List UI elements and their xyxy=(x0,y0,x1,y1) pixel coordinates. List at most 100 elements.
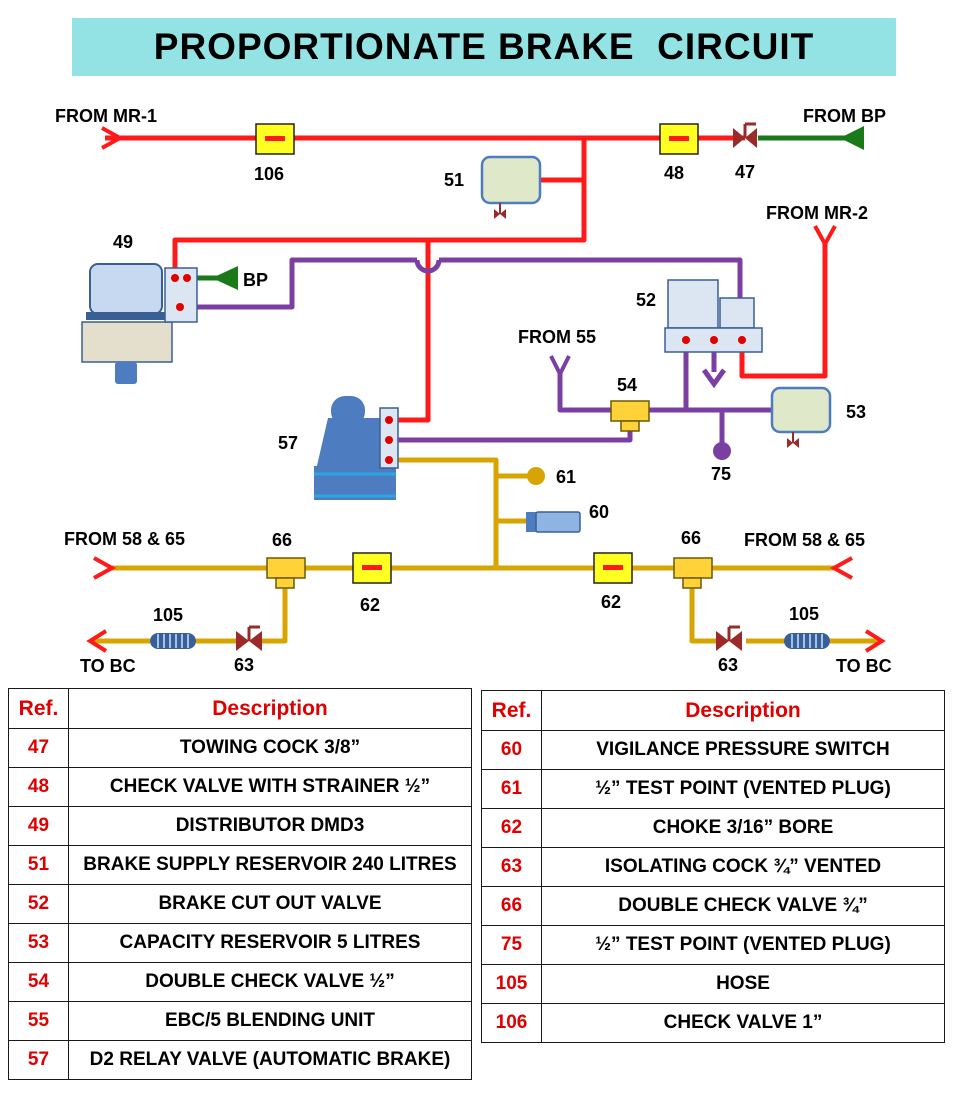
table-header-ref: Ref. xyxy=(8,688,69,729)
relay-valve-57 xyxy=(314,396,399,500)
title-banner: PROPORTIONATE BRAKE CIRCUIT xyxy=(72,18,896,76)
distributor-49 xyxy=(81,263,198,384)
double-check-valve-54 xyxy=(610,400,650,432)
table-header-description: Description xyxy=(541,690,945,731)
test-point-61 xyxy=(527,467,545,485)
ref-cell: 106 xyxy=(481,1003,542,1043)
description-cell: DOUBLE CHECK VALVE ¾” xyxy=(541,886,945,926)
label-from-55: FROM 55 xyxy=(518,327,596,347)
description-cell: D2 RELAY VALVE (AUTOMATIC BRAKE) xyxy=(68,1040,472,1080)
ref-60: 60 xyxy=(589,502,609,522)
label-bp: BP xyxy=(243,270,268,290)
mr-pipes xyxy=(105,135,828,423)
isolating-cock-63-right xyxy=(716,625,742,651)
reservoir-51 xyxy=(480,155,542,219)
bp-inlet-arrow xyxy=(840,126,864,150)
ref-62-right: 62 xyxy=(601,592,621,612)
description-cell: DISTRIBUTOR DMD3 xyxy=(68,806,472,846)
description-cell: HOSE xyxy=(541,964,945,1004)
mr1-inlet-arrow xyxy=(101,126,125,150)
label-from-5865-left: FROM 58 & 65 xyxy=(64,529,185,549)
label-from-mr2: FROM MR-2 xyxy=(766,203,868,223)
ref-cell: 57 xyxy=(8,1040,69,1080)
to-bc-right-arrow xyxy=(864,629,886,653)
vigilance-switch-60 xyxy=(526,511,581,533)
description-cell: ½” TEST POINT (VENTED PLUG) xyxy=(541,925,945,965)
check-valve-48 xyxy=(659,123,699,155)
mr2-inlet-arrow xyxy=(813,225,837,249)
label-from-mr1: FROM MR-1 xyxy=(55,106,157,126)
isolating-cock-63-left xyxy=(236,625,262,651)
double-check-valve-66-left xyxy=(266,557,306,589)
ref-63-left: 63 xyxy=(234,655,254,675)
ref-cell: 51 xyxy=(8,845,69,885)
ref-cell: 66 xyxy=(481,886,542,926)
ref-63-right: 63 xyxy=(718,655,738,675)
towing-cock-47 xyxy=(733,122,757,148)
ref-106: 106 xyxy=(254,164,284,184)
table-header-description: Description xyxy=(68,688,472,729)
ref-cell: 75 xyxy=(481,925,542,965)
brake-circuit-diagram: FROM MR-1 FROM BP FROM MR-2 FROM 55 BP F… xyxy=(55,106,892,676)
page-title: PROPORTIONATE BRAKE CIRCUIT xyxy=(153,26,815,67)
ref-57: 57 xyxy=(278,433,298,453)
capacity-reservoir-53 xyxy=(770,386,832,448)
description-cell: TOWING COCK 3/8” xyxy=(68,728,472,768)
description-cell: CHECK VALVE 1” xyxy=(541,1003,945,1043)
ref-61: 61 xyxy=(556,467,576,487)
bp-arrow-49 xyxy=(212,266,238,290)
ref-cell: 60 xyxy=(481,730,542,770)
from55-inlet-arrow xyxy=(549,355,571,379)
check-valve-106 xyxy=(255,123,295,155)
label-from-bp: FROM BP xyxy=(803,106,886,126)
label-to-bc-right: TO BC xyxy=(836,656,892,676)
ref-cell: 49 xyxy=(8,806,69,846)
ref-66-left: 66 xyxy=(272,530,292,550)
description-cell: BRAKE CUT OUT VALVE xyxy=(68,884,472,924)
ref-75: 75 xyxy=(711,464,731,484)
ref-cell: 47 xyxy=(8,728,69,768)
description-cell: EBC/5 BLENDING UNIT xyxy=(68,1001,472,1041)
description-cell: ½” TEST POINT (VENTED PLUG) xyxy=(541,769,945,809)
ref-cell: 54 xyxy=(8,962,69,1002)
description-cell: ISOLATING COCK ¾” VENTED xyxy=(541,847,945,887)
hose-105-left xyxy=(150,633,196,649)
ref-47: 47 xyxy=(735,162,755,182)
description-cell: DOUBLE CHECK VALVE ½” xyxy=(68,962,472,1002)
ref-cell: 53 xyxy=(8,923,69,963)
label-from-5865-right: FROM 58 & 65 xyxy=(744,530,865,550)
ref-49: 49 xyxy=(113,232,133,252)
choke-62-left xyxy=(352,552,392,584)
ref-62-left: 62 xyxy=(360,595,380,615)
description-cell: CHECK VALVE WITH STRAINER ½” xyxy=(68,767,472,807)
from5865-left-arrow xyxy=(93,556,117,580)
double-check-valve-66-right xyxy=(673,557,713,589)
description-cell: CAPACITY RESERVOIR 5 LITRES xyxy=(68,923,472,963)
label-to-bc-left: TO BC xyxy=(80,656,136,676)
description-cell: BRAKE SUPPLY RESERVOIR 240 LITRES xyxy=(68,845,472,885)
ref-66-right: 66 xyxy=(681,528,701,548)
ref-cell: 63 xyxy=(481,847,542,887)
ref-cell: 61 xyxy=(481,769,542,809)
cutout-flow-arrow xyxy=(701,368,727,389)
from5865-right-arrow xyxy=(829,556,853,580)
test-point-75 xyxy=(713,442,731,460)
ref-cell: 48 xyxy=(8,767,69,807)
table-header-ref: Ref. xyxy=(481,690,542,731)
ref-105-left: 105 xyxy=(153,605,183,625)
